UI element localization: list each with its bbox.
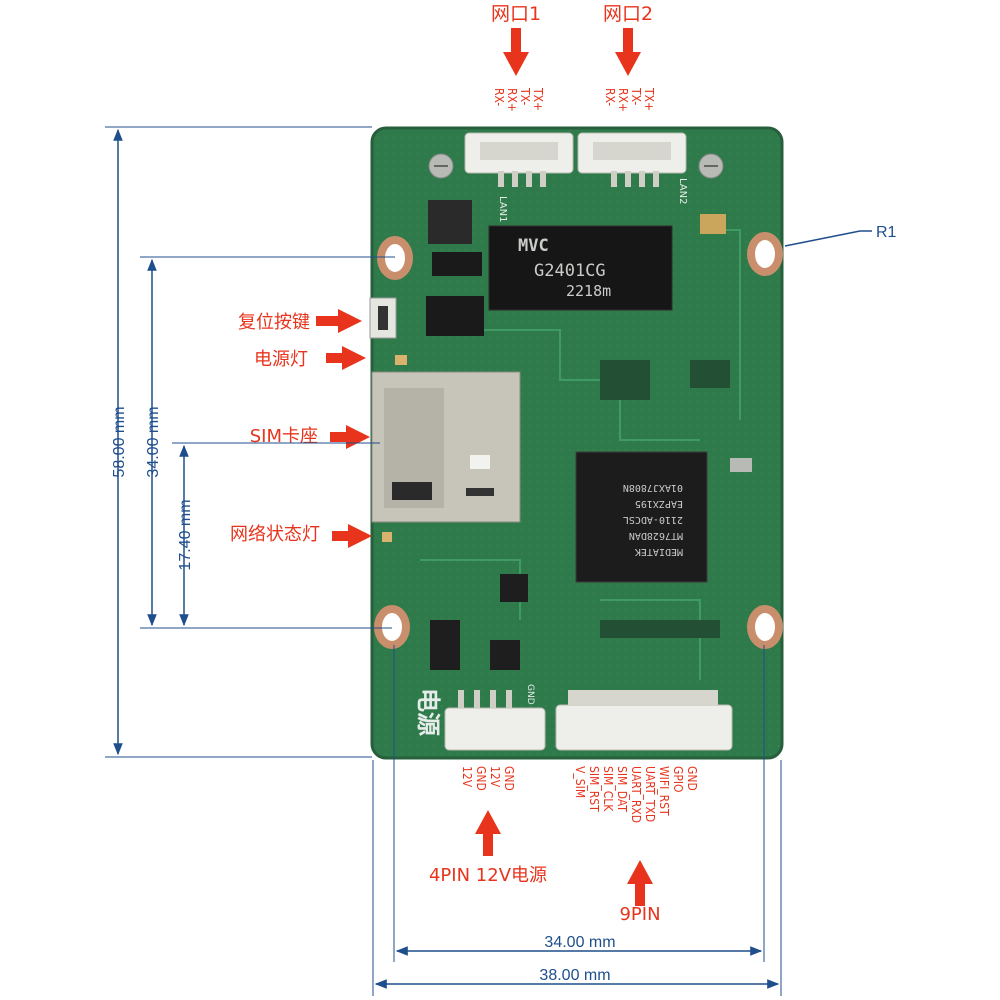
lan2-title: 网口2 bbox=[603, 3, 653, 25]
net-led-arrow bbox=[332, 524, 372, 548]
r1-label: R1 bbox=[876, 224, 897, 241]
inductor bbox=[500, 574, 528, 602]
pin9-connector-part bbox=[555, 690, 733, 751]
dim-34-horizontal-label: 34.00 mm bbox=[544, 934, 615, 951]
mosfet-a bbox=[432, 252, 482, 276]
power-led-label: 电源灯 bbox=[254, 349, 308, 370]
soc-chip: MEDIATEK MT7628DAN 2110-ADCSL EAPZX195 0… bbox=[575, 451, 708, 583]
pin9-arrow-up bbox=[627, 860, 653, 906]
dim-58-label: 58.00 mm bbox=[111, 406, 128, 477]
dim-17-label: 17.40 mm bbox=[177, 499, 194, 570]
transformer-date: 2218m bbox=[566, 282, 611, 300]
screw-tr bbox=[698, 153, 724, 179]
power-pin-2: 12V bbox=[488, 766, 502, 788]
pcb-board bbox=[370, 126, 784, 760]
lan1-pin-3: TX+ bbox=[531, 87, 545, 111]
lan1-arrow-down bbox=[503, 28, 529, 76]
lan1-connector bbox=[464, 132, 574, 187]
crystal bbox=[730, 458, 752, 472]
pin9-pin-5: UART_TXD bbox=[643, 766, 657, 822]
dim-34-vertical-label: 34.00 mm bbox=[145, 406, 162, 477]
net-led-part bbox=[382, 532, 392, 542]
pin9-pin-7: GPIO bbox=[671, 766, 685, 793]
dim-58 bbox=[105, 126, 372, 758]
soc-line-1: MEDIATEK bbox=[635, 546, 683, 557]
r1-leader bbox=[784, 230, 861, 247]
mounting-hole-br bbox=[747, 605, 783, 649]
power-pin-0: 12V bbox=[460, 766, 474, 788]
screw-tl bbox=[428, 153, 454, 179]
dim-34-horizontal bbox=[393, 645, 765, 962]
pin9-pin-2: SIM_CLK bbox=[601, 766, 615, 812]
part-row bbox=[600, 620, 720, 638]
lan1-title: 网口1 bbox=[491, 3, 541, 25]
lan2-silk: LAN2 bbox=[677, 178, 688, 204]
silk-gnd: GND bbox=[525, 684, 535, 705]
pin9-pin-0: V_SIM bbox=[573, 766, 587, 798]
mounting-hole-r1 bbox=[747, 232, 783, 276]
lan2-pin-2: TX- bbox=[629, 87, 643, 105]
lan-transformer: MVC G2401CG 2218m bbox=[488, 225, 673, 311]
mosfet-b bbox=[426, 296, 484, 336]
small-ic bbox=[428, 200, 472, 244]
power-arrow-up bbox=[475, 810, 501, 856]
sim-slot-label: SIM卡座 bbox=[250, 426, 318, 447]
transformer-brand: MVC bbox=[518, 236, 549, 256]
silk-power: 电源 bbox=[414, 688, 442, 736]
pin9-label: 9PIN bbox=[619, 904, 660, 925]
dim-38-label: 38.00 mm bbox=[539, 967, 610, 984]
net-led-label: 网络状态灯 bbox=[230, 524, 320, 545]
transformer-model: G2401CG bbox=[534, 261, 606, 281]
dim-34-vertical bbox=[140, 256, 395, 629]
pin9-pin-8: GND bbox=[685, 766, 699, 791]
soc-line-4: EAPZX195 bbox=[635, 498, 683, 509]
lan1-pin-1: RX+ bbox=[505, 88, 519, 112]
power-led-arrow bbox=[326, 346, 366, 370]
regulator-b bbox=[490, 640, 520, 670]
capacitor bbox=[700, 214, 726, 234]
soc-line-2: MT7628DAN bbox=[629, 530, 683, 541]
lan2-pin-0: RX- bbox=[603, 88, 617, 106]
lan2-arrow-down bbox=[615, 28, 641, 76]
power-conn-label: 4PIN 12V电源 bbox=[429, 865, 547, 886]
power-connector-part bbox=[444, 690, 546, 751]
lan2-pin-3: TX+ bbox=[642, 87, 656, 111]
reset-arrow bbox=[316, 309, 362, 333]
lan1-silk: LAN1 bbox=[497, 196, 508, 222]
pin9-pin-4: UART_RXD bbox=[629, 766, 643, 823]
pin9-pin-6: WIFI_RST bbox=[657, 766, 671, 816]
regulator bbox=[430, 620, 460, 670]
pin9-pin-1: SIM_RST bbox=[587, 766, 601, 812]
mounting-hole-tl bbox=[377, 236, 413, 280]
pin9-pin-3: SIM_DAT bbox=[615, 766, 629, 812]
dim-17 bbox=[172, 442, 380, 627]
part-cluster-b bbox=[690, 360, 730, 388]
reset-button-part bbox=[369, 297, 397, 339]
power-pin-1: GND bbox=[474, 766, 488, 791]
reset-label: 复位按键 bbox=[238, 312, 310, 333]
mounting-hole-bl bbox=[374, 605, 410, 649]
part-cluster-a bbox=[600, 360, 650, 400]
power-led-part bbox=[395, 355, 407, 365]
soc-line-5: 01AXJ7808N bbox=[623, 482, 683, 493]
lan2-pin-1: RX+ bbox=[616, 88, 630, 112]
power-pin-3: GND bbox=[502, 766, 516, 791]
lan1-pin-0: RX- bbox=[492, 88, 506, 106]
dim-38 bbox=[372, 760, 782, 996]
lan2-connector bbox=[577, 132, 687, 187]
sim-slot-part bbox=[371, 371, 521, 523]
soc-line-3: 2110-ADCSL bbox=[623, 514, 683, 525]
lan1-pin-2: TX- bbox=[518, 87, 532, 105]
sim-slot-arrow bbox=[330, 425, 370, 449]
